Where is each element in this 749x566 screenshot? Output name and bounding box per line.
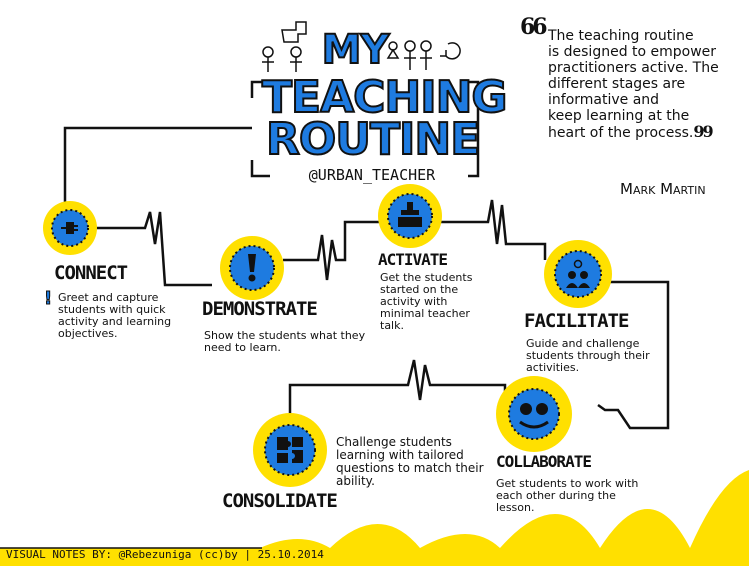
connector-activate-facilitate — [440, 199, 547, 260]
facilitate-description: Guide and challenge students through the… — [526, 338, 650, 374]
quote-line: informative and — [548, 92, 660, 108]
doodles — [262, 21, 461, 72]
desc-line: questions to match their — [336, 461, 484, 475]
quote-line-last: heart of the process. — [548, 125, 694, 141]
quote-line: The teaching routine — [548, 28, 694, 44]
quote-line: different stages are — [548, 76, 686, 92]
connect-marker: ! — [43, 288, 53, 310]
desc-line: Get the students — [380, 271, 473, 284]
quote-open-mark: 66 — [520, 14, 548, 40]
plug-icon — [58, 216, 82, 240]
demonstrate-description: Show the students what they need to lear… — [204, 330, 365, 354]
quote-author: Mark Martin — [620, 180, 706, 198]
connector-facilitate-collaborate — [597, 280, 670, 430]
desc-line: Guide and challenge — [526, 337, 640, 350]
quote-line: heart of the process.99 — [548, 122, 719, 142]
author-handle: @URBAN_TEACHER — [292, 166, 452, 184]
desc-line: students through their — [526, 349, 650, 362]
desc-line: lesson. — [496, 501, 535, 514]
consolidate-title: CONSOLIDATE — [222, 490, 338, 512]
desc-line: need to learn. — [204, 341, 281, 354]
desc-line: Greet and capture — [58, 291, 159, 304]
activate-title: ACTIVATE — [378, 250, 448, 269]
desc-line: students with quick — [58, 303, 166, 316]
desc-line: objectives. — [58, 327, 118, 340]
facilitate-title: FACILITATE — [524, 310, 629, 332]
connect-title: CONNECT — [54, 262, 128, 284]
desc-line: Show the students what they — [204, 329, 366, 342]
connector-title-connect — [63, 126, 252, 205]
plunger-icon — [396, 200, 424, 230]
quote-text: The teaching routine is designed to empo… — [548, 28, 719, 141]
connector-connect-demonstrate — [92, 211, 212, 287]
footer-credit: VISUAL NOTES BY: @Rebezuniga (cc)by | 25… — [6, 548, 324, 561]
connector-demonstrate-activate — [283, 220, 382, 281]
desc-line: Challenge students — [336, 435, 452, 449]
desc-line: each other during the — [496, 489, 616, 502]
desc-line: ability. — [336, 474, 375, 488]
title-line-routine: ROUTINE — [265, 114, 481, 165]
activate-description: Get the students started on the activity… — [380, 272, 472, 332]
quote-close-mark: 99 — [693, 122, 713, 141]
collaborate-title: COLLABORATE — [496, 452, 592, 471]
group-idea-icon — [562, 258, 594, 290]
desc-line: learning with tailored — [336, 448, 464, 462]
connector-collaborate-consolidate — [288, 359, 507, 418]
title-line-my: MY — [321, 27, 391, 73]
desc-line: activity and learning — [58, 315, 172, 328]
title-frame — [250, 80, 480, 178]
footer-wave — [0, 470, 749, 566]
desc-line: started on the — [380, 283, 459, 296]
connect-description: Greet and capture students with quick ac… — [58, 292, 171, 340]
faces-icon — [516, 398, 552, 430]
puzzle-icon — [274, 434, 306, 466]
exclamation-icon — [241, 252, 263, 284]
desc-line: activities. — [526, 361, 580, 374]
desc-line: talk. — [380, 319, 404, 332]
desc-line: minimal teacher — [380, 307, 470, 320]
quote-line: is designed to empower — [548, 44, 717, 60]
demonstrate-title: DEMONSTRATE — [202, 298, 318, 320]
desc-line: Get students to work with — [496, 477, 639, 490]
consolidate-description: Challenge students learning with tailore… — [336, 436, 484, 488]
title-line-teaching: TEACHING — [261, 72, 509, 123]
desc-line: activity with — [380, 295, 448, 308]
collaborate-description: Get students to work with each other dur… — [496, 478, 638, 514]
quote-line: practitioners active. The — [548, 60, 719, 76]
quote-line: keep learning at the — [548, 108, 690, 124]
